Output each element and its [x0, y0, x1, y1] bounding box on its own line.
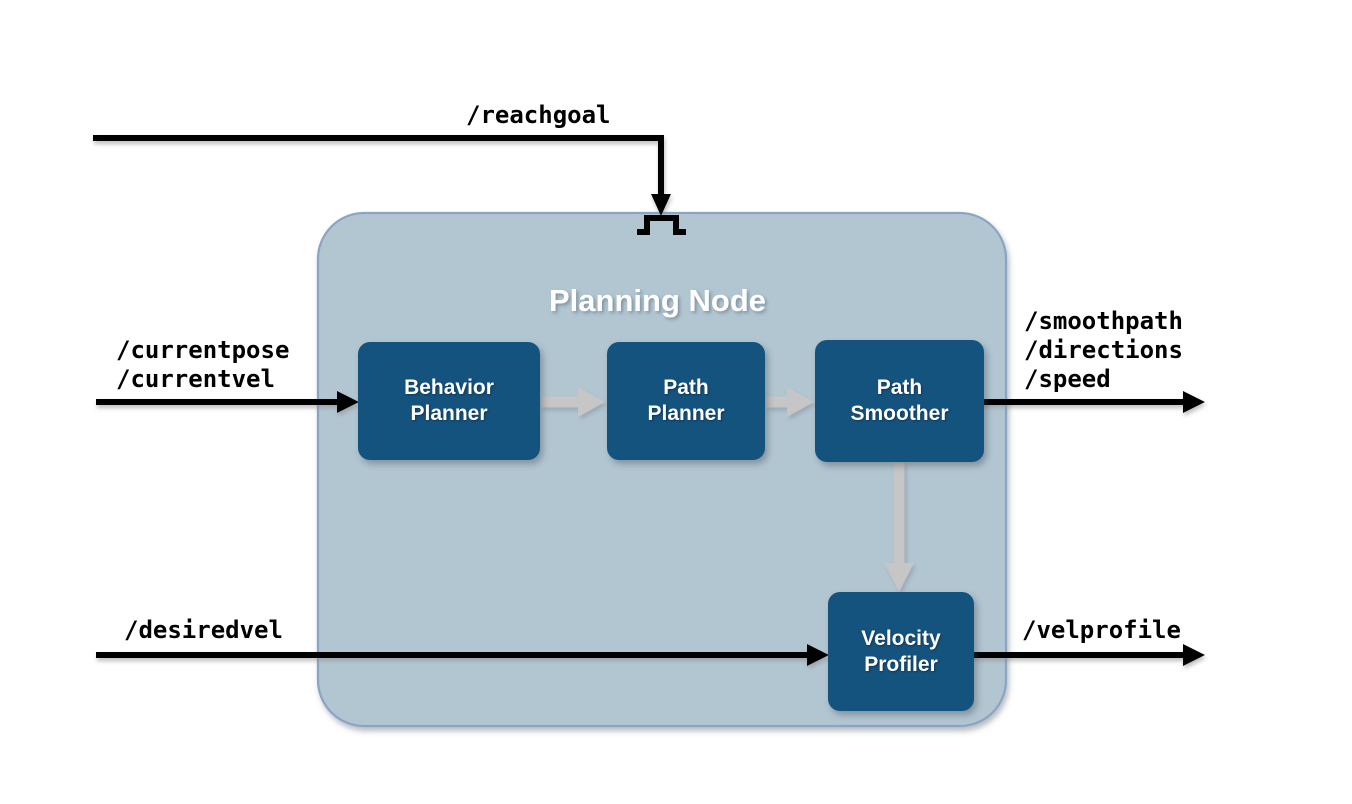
- smoother-to-velocity-profiler-arrow: [884, 461, 914, 592]
- topic-label-speed: /speed: [1024, 365, 1111, 393]
- process-box-velocity-profiler[interactable]: Velocity Profiler: [828, 592, 974, 711]
- planning-node-title: Planning Node: [549, 283, 766, 318]
- process-box-path-planner[interactable]: Path Planner: [607, 342, 765, 460]
- process-label-behavior-planner: Behavior Planner: [404, 376, 494, 425]
- process-box-behavior-planner[interactable]: Behavior Planner: [358, 342, 540, 460]
- process-box-path-smoother[interactable]: Path Smoother: [815, 340, 984, 462]
- process-label-path-planner: Path Planner: [647, 376, 725, 425]
- smoothpath-output-connector: [975, 391, 1205, 413]
- topic-label-velprofile: /velprofile: [1022, 616, 1181, 644]
- topic-label-desiredvel: /desiredvel: [124, 616, 283, 644]
- topic-label-currentvel: /currentvel: [116, 365, 275, 393]
- step-pulse-icon: [637, 215, 686, 235]
- velprofile-output-connector: [965, 644, 1205, 666]
- currentpose-currentvel-connector: [96, 391, 359, 413]
- process-label-velocity-profiler: Velocity Profiler: [861, 626, 941, 676]
- behavior-to-path-planner-arrow: [541, 387, 605, 417]
- desiredvel-connector: [96, 644, 829, 666]
- topic-label-smoothpath: /smoothpath: [1024, 307, 1183, 335]
- topic-label-reachgoal: /reachgoal: [466, 101, 611, 129]
- path-planner-to-smoother-arrow: [766, 387, 814, 417]
- process-label-path-smoother: Path Smoother: [850, 376, 949, 425]
- reachgoal-connector: [93, 135, 671, 216]
- topic-label-currentpose: /currentpose: [116, 336, 290, 364]
- topic-label-directions: /directions: [1024, 336, 1183, 364]
